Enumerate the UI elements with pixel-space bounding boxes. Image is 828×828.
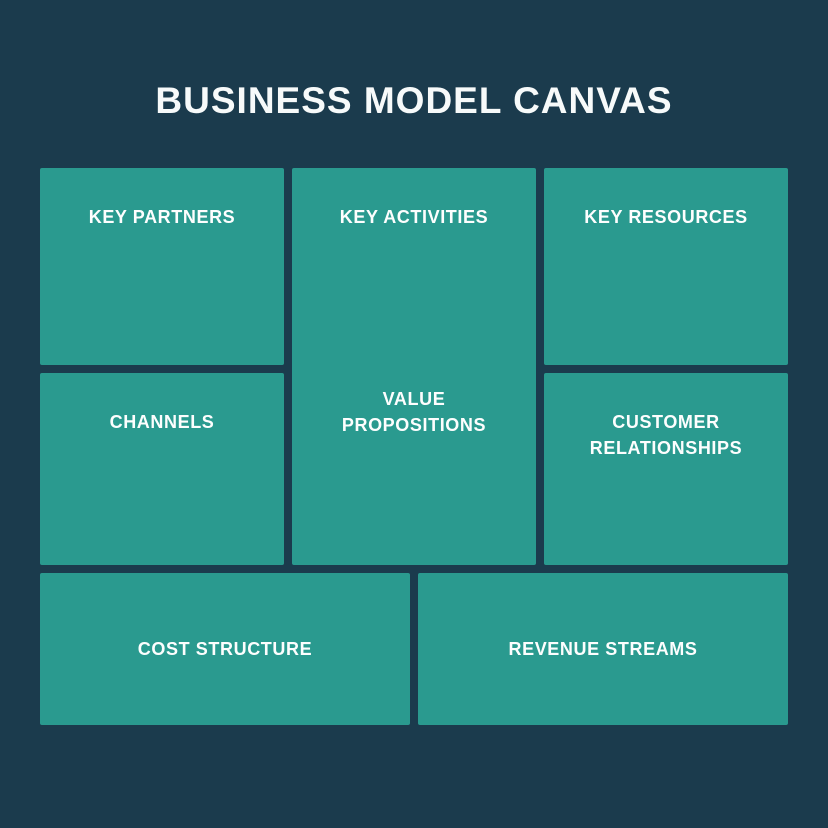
key-partners-label: KEY PARTNERS: [88, 207, 236, 227]
canvas-bottom-row: COST STRUCTURE REVENUE STREAMS: [40, 573, 788, 725]
key-activities-label: KEY ACTIVITIES: [339, 207, 489, 227]
cost-structure-label: COST STRUCTURE: [137, 639, 313, 659]
cell-channels: CHANNELS: [40, 373, 284, 565]
customer-relationships-label: CUSTOMER RELATIONSHIPS: [589, 412, 743, 458]
revenue-streams-label: REVENUE STREAMS: [508, 639, 698, 659]
value-propositions-label: VALUE PROPOSITIONS: [341, 389, 487, 435]
page-title: BUSINESS MODEL CANVAS: [155, 80, 673, 121]
channels-label: CHANNELS: [109, 412, 215, 432]
canvas-grid: KEY PARTNERS KEY ACTIVITIES VALUE PROPOS…: [40, 168, 788, 565]
cell-key-partners: KEY PARTNERS: [40, 168, 284, 365]
cell-revenue-streams: REVENUE STREAMS: [418, 573, 788, 725]
cell-key-activities-value-propositions: KEY ACTIVITIES VALUE PROPOSITIONS: [292, 168, 536, 565]
cell-customer-relationships: CUSTOMER RELATIONSHIPS: [544, 373, 788, 565]
cell-key-resources: KEY RESOURCES: [544, 168, 788, 365]
key-resources-label: KEY RESOURCES: [584, 207, 748, 227]
cell-cost-structure: COST STRUCTURE: [40, 573, 410, 725]
